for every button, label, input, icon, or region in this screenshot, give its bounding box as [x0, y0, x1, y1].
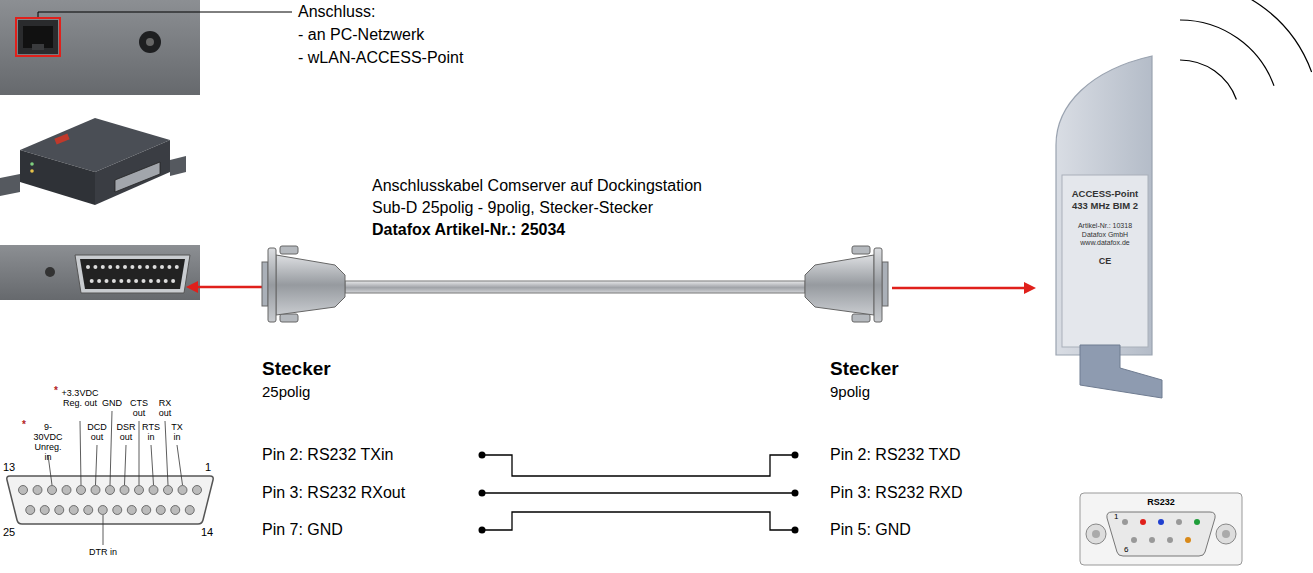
red-arrow [892, 282, 1036, 294]
callout-heading: Anschluss: [298, 2, 375, 21]
db25-pinout [7, 411, 213, 545]
access-point-device: ACCESS-Point 433 MHz BIM 2 Artikel-Nr.: 1… [1040, 50, 1165, 400]
rs232-port-picture [1080, 493, 1242, 565]
pin-signal-name: GND [102, 398, 122, 408]
wiring [482, 455, 795, 530]
leader-line [38, 12, 292, 17]
pin-signal-name: DSR out [116, 422, 135, 442]
pin-signal-name: TX in [171, 422, 183, 442]
db25-port-photo [0, 245, 200, 300]
pin-number: 25 [3, 526, 15, 539]
wire-dots [479, 452, 799, 534]
callout-item: - an PC-Netzwerk [298, 25, 424, 44]
pin-number: 13 [3, 461, 15, 474]
pin-signal-name: +3.3VDC Reg. out [62, 388, 99, 408]
pin-signal-name: DCD out [87, 422, 107, 442]
connector-type: 25polig [262, 383, 310, 401]
port-label: RS232 [1147, 497, 1175, 508]
pin-signal-name: DTR in [89, 547, 117, 558]
cable-description: Sub-D 25polig - 9polig, Stecker-Stecker [372, 198, 653, 217]
asterisk-mark: * [22, 419, 26, 431]
connector-heading: Stecker [830, 358, 899, 381]
pin-number: 1 [205, 461, 211, 474]
pin-signal-name: CTS out [130, 398, 148, 418]
pin-assignment: Pin 2: RS232 TXD [830, 445, 960, 464]
connector-heading: Stecker [262, 358, 331, 381]
pin-signal-name: RX out [159, 398, 172, 418]
red-arrow [186, 281, 265, 293]
pin-assignment: Pin 7: GND [262, 520, 343, 539]
radio-waves [1180, 0, 1312, 100]
comserver-photo [0, 118, 186, 205]
pin-assignment: Pin 3: RS232 RXout [262, 483, 405, 502]
cable-description: Anschlusskabel Comserver auf Dockingstat… [372, 176, 702, 195]
pin-assignment: Pin 3: RS232 RXD [830, 483, 963, 502]
pin-signal-name: 9-30VDC Unreg. in [34, 422, 63, 462]
pin-number: 14 [201, 526, 213, 539]
cable-drawing [262, 246, 888, 322]
pin-signal-name: RTS in [142, 422, 160, 442]
article-number: Datafox Artikel-Nr.: 25034 [372, 220, 565, 239]
asterisk-mark: * [54, 385, 58, 397]
pin-assignment: Pin 2: RS232 TXin [262, 445, 393, 464]
network-port-photo [0, 0, 200, 95]
device-mark: CE [1070, 256, 1140, 267]
device-fine-print: Artikel-Nr.: 10318 Datafox GmbH www.data… [1070, 222, 1140, 248]
pin-number: 1 [1114, 512, 1118, 522]
callout-item: - wLAN-ACCESS-Point [298, 48, 463, 67]
device-label: ACCESS-Point 433 MHz BIM 2 [1070, 188, 1140, 212]
connector-type: 9polig [830, 383, 870, 401]
device-text-area: ACCESS-Point 433 MHz BIM 2 Artikel-Nr.: 1… [1064, 188, 1146, 267]
pin-assignment: Pin 5: GND [830, 520, 911, 539]
pin-number: 6 [1124, 545, 1128, 555]
